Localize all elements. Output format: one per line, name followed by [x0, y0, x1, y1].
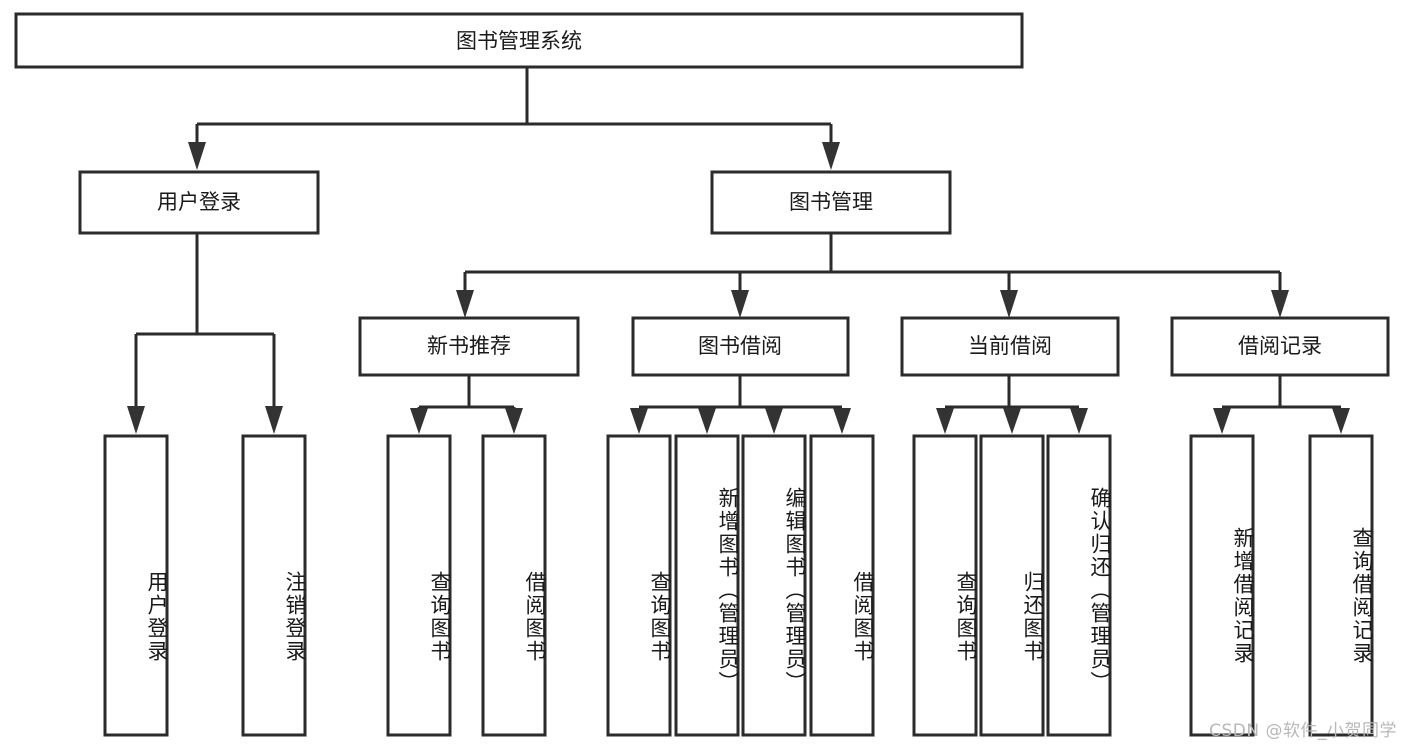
leaf-box-confirm-return-admin[interactable] — [1046, 434, 1112, 737]
arrowhead-leaf-logout — [265, 406, 283, 434]
node-book-manage[interactable]: 图书管理 — [710, 170, 952, 235]
leaf-box-edit-book-admin[interactable] — [741, 434, 807, 737]
node-root[interactable]: 图书管理系统 — [14, 12, 1024, 69]
leaf-boxes-book-borrow — [606, 434, 875, 737]
leaf-box-query-book-1[interactable] — [386, 434, 452, 737]
node-new-book-recommend[interactable]: 新书推荐 — [358, 316, 580, 377]
arrowhead-borrowrecord-leaf1 — [1213, 408, 1231, 434]
leaf-box-query-book-2[interactable] — [606, 434, 672, 737]
node-borrow-record-box[interactable] — [1170, 316, 1390, 377]
node-borrow-record-label: 借阅记录 — [1238, 334, 1322, 358]
arrowhead-borrow-record — [1271, 290, 1289, 318]
arrowhead-newbook-leaf2 — [505, 408, 523, 434]
leaf-boxes-new-book-recommend — [386, 434, 547, 737]
leaf-boxes-current-borrow — [912, 434, 1112, 737]
node-book-borrow-label: 图书借阅 — [698, 334, 782, 358]
arrowhead-book-borrow — [731, 290, 749, 318]
connector-group-new-book-recommend — [410, 375, 523, 434]
node-new-book-recommend-label: 新书推荐 — [427, 334, 511, 358]
arrowhead-bookborrow-leaf1 — [630, 408, 648, 434]
connector-group-user-login — [127, 233, 283, 434]
node-new-book-recommend-box[interactable] — [358, 316, 580, 377]
arrowhead-newbook-leaf1 — [410, 408, 428, 434]
node-book-manage-box[interactable] — [710, 170, 952, 235]
leaf-box-borrow-book-2[interactable] — [809, 434, 875, 737]
csdn-watermark: CSDN @软件_小贺同学 — [1209, 721, 1397, 741]
node-current-borrow[interactable]: 当前借阅 — [900, 316, 1120, 377]
node-user-login[interactable]: 用户登录 — [78, 170, 320, 235]
arrowhead-book-manage — [822, 142, 840, 170]
arrowhead-currentborrow-leaf2 — [1003, 408, 1021, 434]
leaf-box-add-book-admin[interactable] — [674, 434, 740, 737]
arrowhead-currentborrow-leaf1 — [936, 408, 954, 434]
connector-group-borrow-record — [1213, 375, 1350, 434]
arrowhead-leaf-user-login — [127, 406, 145, 434]
node-borrow-record[interactable]: 借阅记录 — [1170, 316, 1390, 377]
connector-group-book-borrow — [630, 375, 851, 434]
leaf-box-user-login[interactable] — [103, 434, 169, 737]
arrowhead-bookborrow-leaf4 — [833, 408, 851, 434]
arrowhead-currentborrow-leaf3 — [1070, 408, 1088, 434]
arrowhead-borrowrecord-leaf2 — [1332, 408, 1350, 434]
arrowhead-bookborrow-leaf2 — [698, 408, 716, 434]
node-root-label: 图书管理系统 — [456, 29, 582, 53]
leaf-box-return-book[interactable] — [979, 434, 1045, 737]
node-user-login-box[interactable] — [78, 170, 320, 235]
connector-group-root — [188, 67, 840, 170]
node-book-borrow-box[interactable] — [631, 316, 850, 377]
connector-group-current-borrow — [936, 375, 1088, 434]
node-user-login-label: 用户登录 — [157, 190, 241, 214]
arrowhead-bookborrow-leaf3 — [765, 408, 783, 434]
node-book-borrow[interactable]: 图书借阅 — [631, 316, 850, 377]
node-current-borrow-label: 当前借阅 — [968, 334, 1052, 358]
node-book-manage-label: 图书管理 — [789, 190, 873, 214]
leaf-boxes-borrow-record — [1189, 434, 1374, 737]
leaf-box-borrow-book-1[interactable] — [481, 434, 547, 737]
leaf-box-logout[interactable] — [241, 434, 307, 737]
arrowhead-current-borrow — [1000, 290, 1018, 318]
leaf-box-query-book-3[interactable] — [912, 434, 978, 737]
leaf-box-query-borrow-record[interactable] — [1308, 434, 1374, 737]
node-root-box[interactable] — [14, 12, 1024, 69]
leaf-box-add-borrow-record[interactable] — [1189, 434, 1255, 737]
connector-group-book-manage — [456, 233, 1289, 318]
arrowhead-new-book-recommend — [456, 290, 474, 318]
node-current-borrow-box[interactable] — [900, 316, 1120, 377]
leaf-boxes-user-login — [103, 434, 307, 737]
arrowhead-user-login — [188, 142, 206, 170]
